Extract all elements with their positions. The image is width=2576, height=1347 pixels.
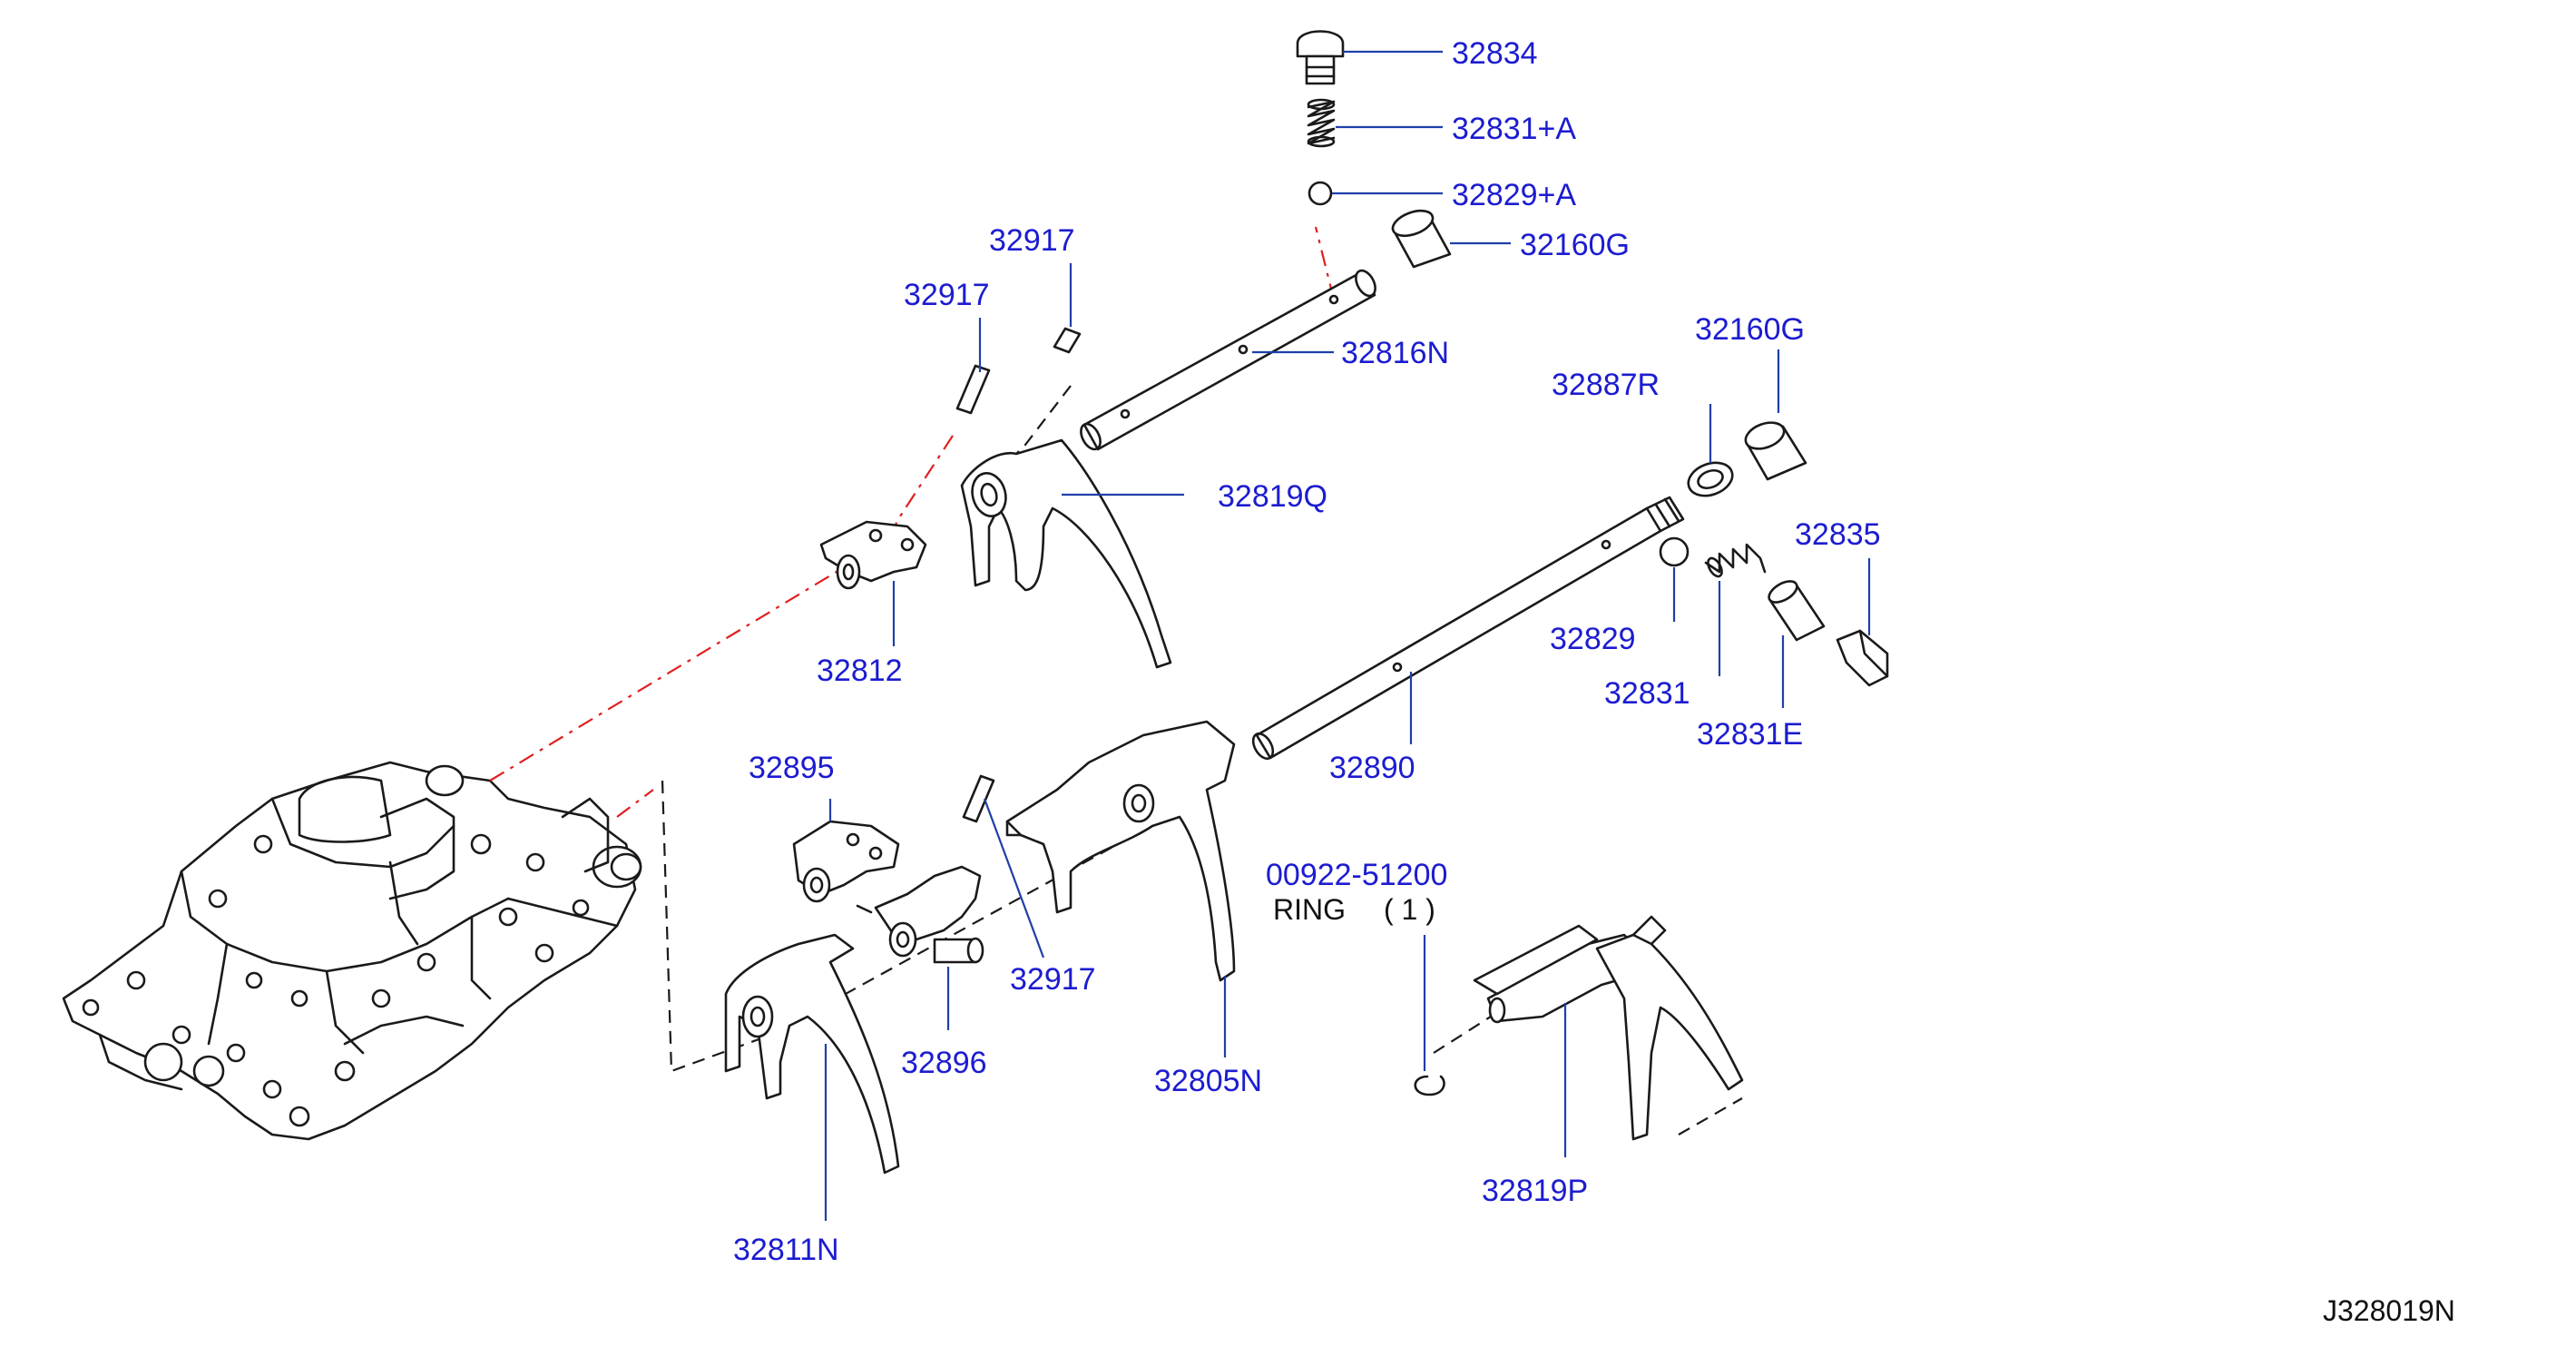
callout-32831e: 32831E (1697, 717, 1803, 752)
lever-32896-part (856, 865, 984, 964)
pin-32917-low-part (962, 774, 995, 823)
callout-32917-mid: 32917 (904, 278, 990, 312)
callout-32887r: 32887R (1552, 368, 1660, 402)
callout-32834: 32834 (1452, 36, 1538, 71)
fork-32805n-part (1005, 720, 1236, 982)
plug-32831e-part (1768, 580, 1826, 642)
callout-32829: 32829 (1550, 622, 1636, 656)
callout-32831: 32831 (1604, 676, 1690, 711)
bushing-32160g-top-part (1391, 209, 1452, 269)
snap-ring-part (1414, 1075, 1445, 1096)
bracket-32812-part (819, 520, 927, 590)
callout-32917-top: 32917 (989, 223, 1075, 258)
transmission-case (62, 761, 642, 1141)
spring-32831a-part (1307, 98, 1336, 148)
callout-32811n: 32811N (733, 1233, 839, 1267)
plug-32834-part (1296, 30, 1345, 85)
callout-32160g-top: 32160G (1520, 228, 1630, 262)
fork-32819q-part (960, 438, 1172, 669)
rod-32816n-part (1080, 269, 1376, 451)
callout-32819p: 32819P (1482, 1174, 1588, 1208)
fork-32819p-part (1473, 915, 1744, 1141)
callout-32812: 32812 (817, 654, 903, 688)
fork-32811n-part (724, 933, 900, 1175)
callout-00922-51200: 00922-51200 (1266, 858, 1447, 892)
pin-32917-top-part (955, 327, 1082, 415)
callout-32895: 32895 (749, 751, 835, 785)
bracket-32895-part (792, 820, 900, 903)
callout-32819q: 32819Q (1218, 479, 1327, 514)
ring-label: RING (1273, 893, 1346, 926)
callout-32816n: 32816N (1341, 336, 1449, 370)
leader-lines (824, 50, 1871, 1221)
bushing-32160g-right-part (1744, 421, 1807, 481)
rail-32890-part (1251, 496, 1685, 761)
ring-32887r-part (1687, 461, 1734, 497)
spring-32831-part (1704, 543, 1767, 578)
callout-32805n: 32805N (1154, 1064, 1262, 1098)
callout-32160g-right: 32160G (1695, 312, 1805, 347)
callout-32835: 32835 (1795, 517, 1881, 552)
ball-32829a-part (1308, 181, 1333, 206)
callout-32831a: 32831+A (1452, 112, 1576, 146)
callout-32917-low: 32917 (1010, 962, 1096, 997)
callout-32896: 32896 (901, 1046, 987, 1080)
bolt-32835-part (1836, 629, 1889, 687)
ring-quantity: ( 1 ) (1384, 893, 1435, 926)
callout-32829a: 32829+A (1452, 178, 1576, 212)
callout-32890: 32890 (1329, 751, 1415, 785)
figure-code: J328019N (2323, 1294, 2455, 1327)
ball-32829-part (1659, 536, 1690, 567)
